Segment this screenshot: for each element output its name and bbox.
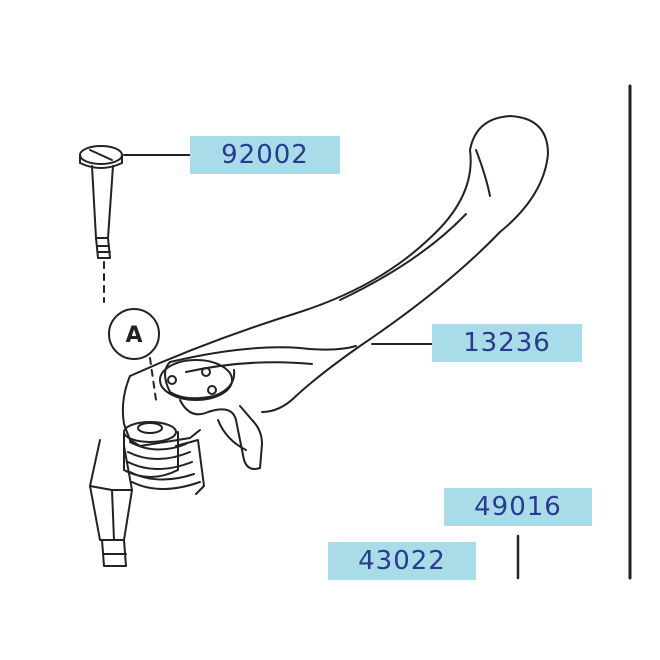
part-label-13236[interactable]: 13236: [432, 324, 582, 362]
callout-letter: A: [125, 323, 142, 348]
callout-circle: [108, 308, 160, 360]
screw-drawing: [79, 145, 123, 303]
part-label-92002[interactable]: 92002: [190, 136, 340, 174]
part-label-43022[interactable]: 43022: [328, 542, 476, 580]
part-label-49016[interactable]: 49016: [444, 488, 592, 526]
lever-drawing: [89, 115, 549, 567]
